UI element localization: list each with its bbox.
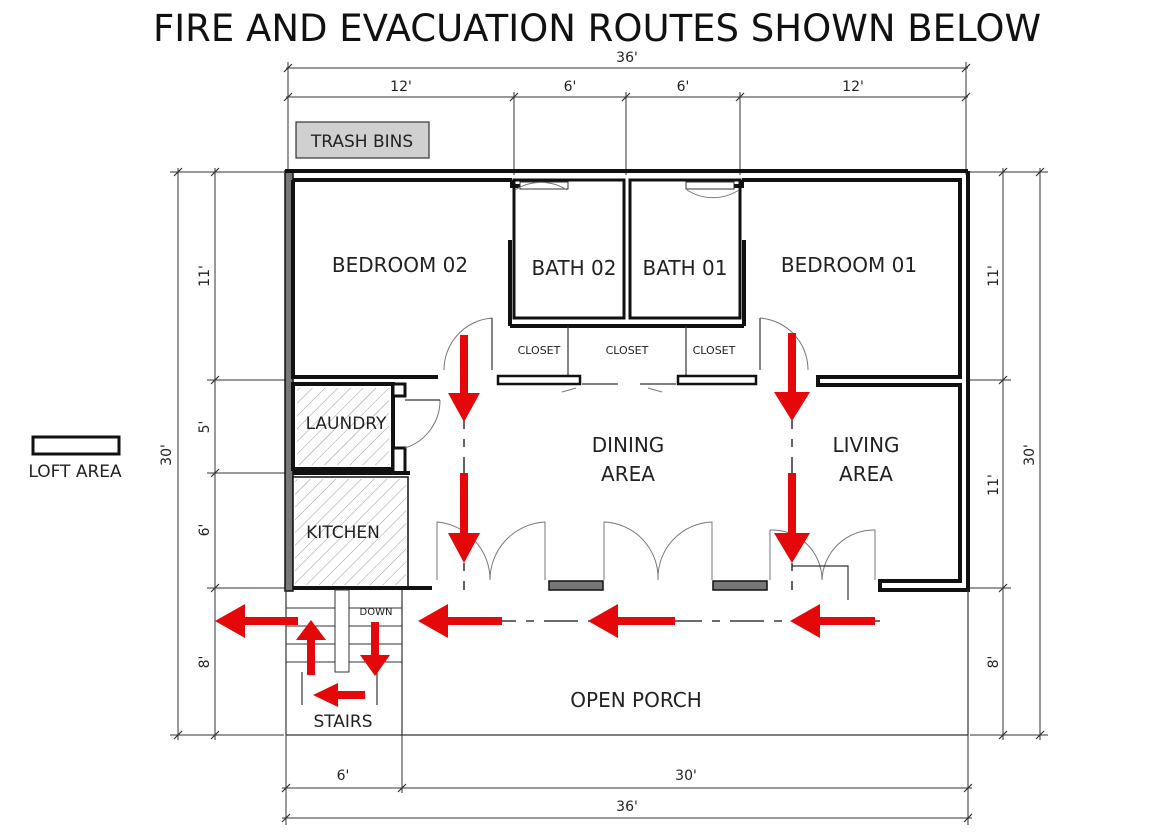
stairs-down-label: DOWN <box>360 607 393 618</box>
red-arrow-icon <box>588 604 675 638</box>
room-labels: BEDROOM 02 BATH 02 BATH 01 BEDROOM 01 CL… <box>306 253 918 732</box>
dim-bottom-seg-2: 30' <box>675 768 697 784</box>
room-closet-right: CLOSET <box>693 344 736 357</box>
room-bedroom-02: BEDROOM 02 <box>332 253 468 277</box>
right-dimensions: 11' 11' 8' 30' <box>966 167 1048 740</box>
red-arrow-icon <box>448 335 480 422</box>
room-closet-left: CLOSET <box>518 344 561 357</box>
red-arrow-icon <box>774 473 810 563</box>
red-arrow-icon <box>418 604 502 638</box>
room-closet-middle: CLOSET <box>606 344 649 357</box>
dim-right-seg-1: 11' <box>986 265 1002 287</box>
red-arrow-icon <box>296 620 326 675</box>
dim-right-seg-3: 8' <box>986 656 1002 669</box>
top-dimensions: 36' 12' 6' 6' 12' <box>283 50 971 175</box>
room-dining-line1: DINING <box>592 433 665 457</box>
dim-top-seg-2: 6' <box>564 79 577 95</box>
dim-left-seg-1: 11' <box>197 265 213 287</box>
south-wall <box>548 580 768 591</box>
dim-left-seg-3: 6' <box>197 524 213 537</box>
room-dining-line2: AREA <box>601 462 655 486</box>
exterior-walls <box>284 169 970 592</box>
room-bath-01: BATH 01 <box>643 256 728 280</box>
dim-top-seg-4: 12' <box>842 79 864 95</box>
laundry-kitchen-block <box>291 382 432 590</box>
dim-bottom-total: 36' <box>616 799 638 815</box>
dim-top-seg-1: 12' <box>390 79 412 95</box>
loft-area-label: LOFT AREA <box>28 462 122 482</box>
door-swings <box>404 181 876 600</box>
evacuation-route-lines <box>420 395 880 622</box>
left-dimensions: 30' 11' 5' 6' 8' <box>159 167 290 740</box>
loft-legend-swatch <box>31 435 121 456</box>
red-arrow-icon <box>790 604 875 638</box>
room-stairs: STAIRS <box>313 712 372 732</box>
page-title: FIRE AND EVACUATION ROUTES SHOWN BELOW <box>153 7 1041 50</box>
dim-left-total: 30' <box>159 444 175 466</box>
trash-bins-label: TRASH BINS <box>310 132 413 152</box>
dim-left-seg-2: 5' <box>197 421 213 434</box>
bath-closet-block <box>496 178 758 393</box>
red-arrow-icon <box>360 622 390 676</box>
red-arrow-icon <box>448 473 480 563</box>
dim-right-total: 30' <box>1022 444 1038 466</box>
loft-area-legend: LOFT AREA <box>28 435 122 482</box>
room-living-line1: LIVING <box>832 433 899 457</box>
dim-right-seg-2: 11' <box>986 474 1002 496</box>
room-laundry: LAUNDRY <box>306 414 387 434</box>
dim-bottom-seg-1: 6' <box>337 768 350 784</box>
room-kitchen: KITCHEN <box>306 523 380 543</box>
room-open-porch: OPEN PORCH <box>570 688 701 712</box>
dim-top-seg-3: 6' <box>677 79 690 95</box>
red-arrow-icon <box>774 333 810 421</box>
trash-bins: TRASH BINS <box>295 121 430 159</box>
bottom-dimensions: 6' 30' 36' <box>281 735 973 825</box>
dim-top-total: 36' <box>616 50 638 66</box>
room-living-line2: AREA <box>839 462 893 486</box>
room-bedroom-01: BEDROOM 01 <box>781 253 917 277</box>
evacuation-arrows <box>215 333 875 707</box>
red-arrow-icon <box>313 683 365 707</box>
red-arrow-icon <box>215 604 298 638</box>
dim-left-seg-4: 8' <box>197 656 213 669</box>
room-bath-02: BATH 02 <box>532 256 617 280</box>
